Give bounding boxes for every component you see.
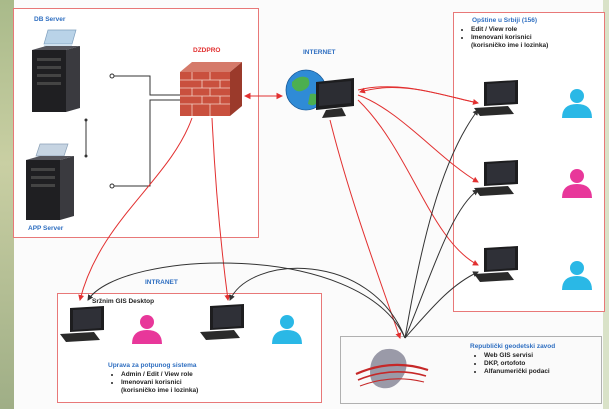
db-server-label: DB Server — [34, 16, 66, 23]
internet-label: INTERNET — [303, 49, 336, 56]
employees-item-role: Admin / Edit / View role — [121, 371, 198, 379]
geodetic-item-alphanumeric: Alfanumerički podaci — [484, 368, 550, 376]
geodetic-item-webgis: Web GIS servisi — [484, 352, 550, 360]
users-item-named: Imenovani korisnici — [471, 34, 548, 42]
user-icon — [132, 315, 162, 344]
right-background-strip — [603, 0, 609, 409]
geodetic-list: Web GIS servisi DKP, ortofoto Alfanumeri… — [475, 352, 550, 376]
geodetic-title: Republički geodetski zavod — [470, 343, 556, 350]
user-icon — [562, 261, 592, 290]
user-icon — [272, 315, 302, 344]
employees-item-named: Imenovani korisnici — [121, 379, 198, 387]
geodetic-item-dkp: DKP, ortofoto — [484, 360, 550, 368]
left-background-strip — [0, 0, 14, 409]
db-server-icon — [32, 29, 80, 112]
firewall-label: DZDPRO — [193, 47, 221, 54]
user-icon — [562, 169, 592, 198]
intranet-label: INTRANET — [145, 279, 178, 286]
computer-icon — [474, 160, 518, 196]
users-panel-title: Opštine u Srbiji (156) — [472, 17, 538, 24]
app-server-icon — [26, 143, 74, 220]
globe-computer-icon — [285, 69, 354, 118]
computer-icon — [60, 306, 104, 342]
employees-list: Admin / Edit / View role Imenovani koris… — [112, 371, 198, 395]
users-item-credentials: (korisničko ime i lozinka) — [471, 42, 549, 49]
users-item-role: Edit / View role — [471, 26, 548, 34]
user-icon — [562, 89, 592, 118]
computer-icon — [200, 304, 244, 340]
users-panel-list: Edit / View role Imenovani korisnici (ko… — [462, 26, 548, 50]
employees-title: Uprava za potpunog sistema — [108, 362, 197, 369]
rgz-logo-icon — [355, 348, 429, 389]
employees-item-credentials: (korisničko ime i lozinka) — [121, 387, 199, 394]
app-server-label: APP Server — [28, 225, 64, 232]
computer-icon — [474, 80, 518, 116]
desktop-title: Sržnim GIS Desktop — [92, 298, 155, 305]
computer-icon — [474, 246, 518, 282]
firewall-icon — [180, 62, 242, 116]
